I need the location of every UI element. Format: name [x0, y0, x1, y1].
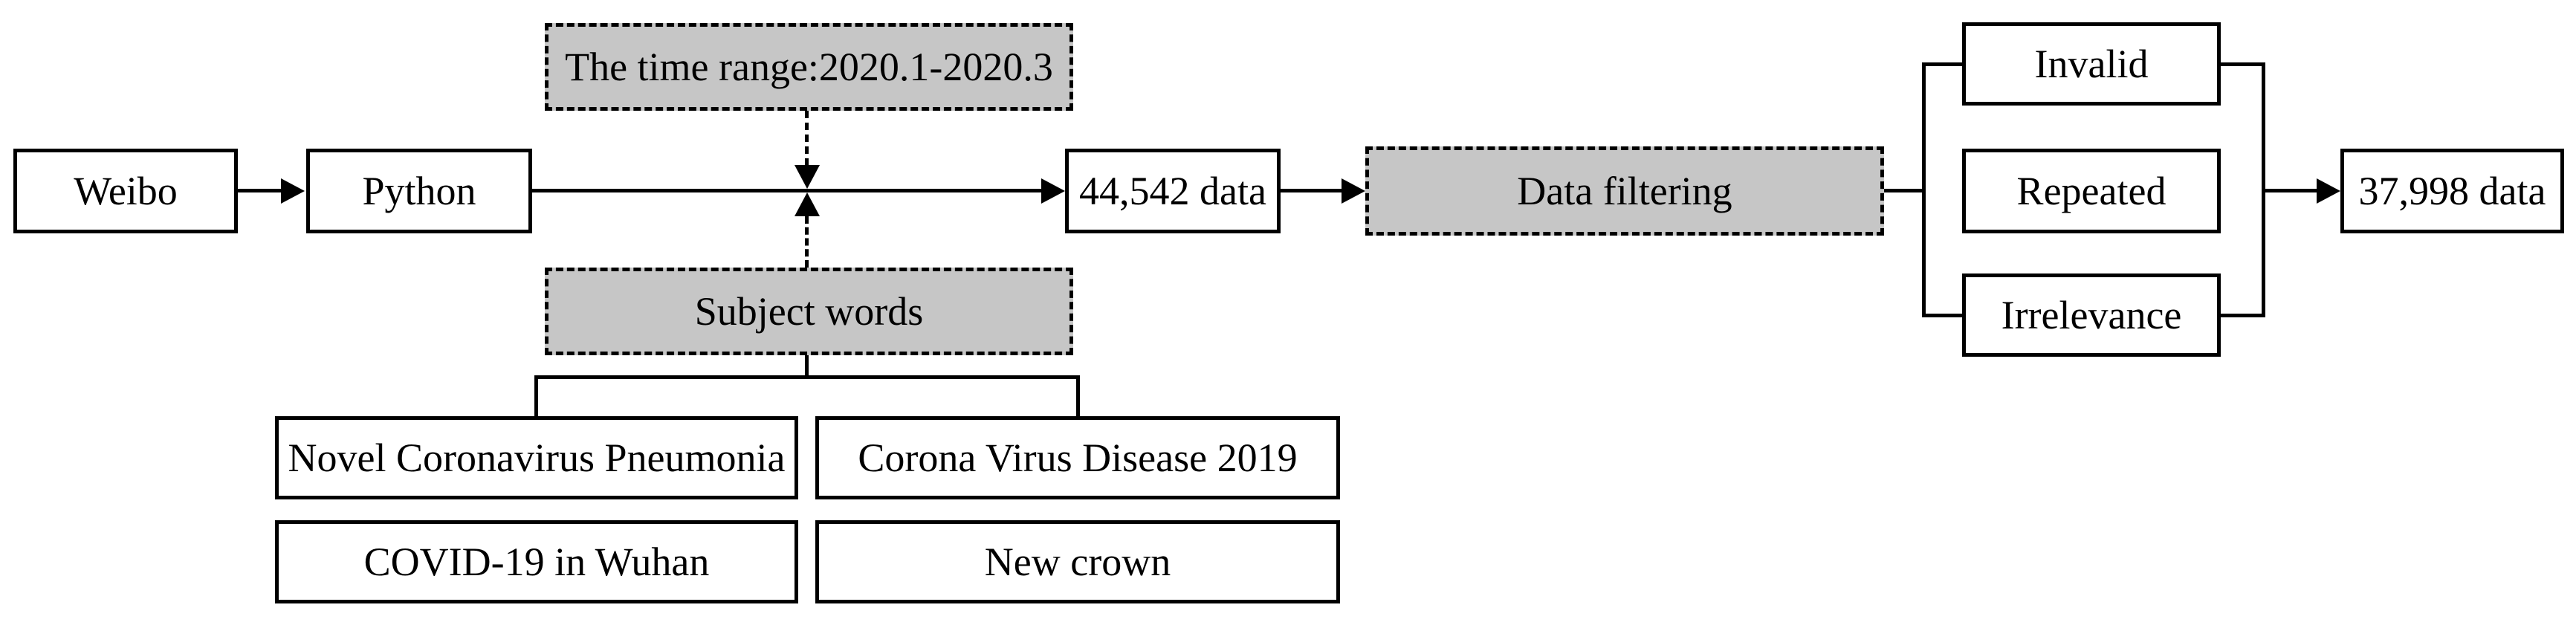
node-irrelevance-label: Irrelevance: [2001, 293, 2182, 337]
node-time-range-label: The time range:2020.1-2020.3: [565, 45, 1053, 89]
connector-keyword-left-leg-line: [534, 375, 538, 416]
connector-irrelevance-left-stub-line: [1922, 314, 1962, 317]
connector-data-filtering-line: [1281, 189, 1343, 192]
node-python-label: Python: [362, 169, 476, 213]
node-python: Python: [306, 149, 532, 233]
arrowhead-time-range-down-icon: [795, 165, 820, 189]
node-repeated-label: Repeated: [2016, 169, 2166, 213]
connector-subject-words-stem-line: [805, 355, 809, 379]
connector-python-data-line: [532, 189, 1043, 192]
node-subject-word-2: Corona Virus Disease 2019: [815, 416, 1340, 499]
node-subject-word-1: Novel Coronavirus Pneumonia: [275, 416, 798, 499]
node-subject-word-1-label: Novel Coronavirus Pneumonia: [288, 436, 786, 480]
node-subject-word-3: COVID-19 in Wuhan: [275, 520, 798, 603]
arrowhead-weibo-python-icon: [281, 178, 305, 204]
node-weibo: Weibo: [13, 149, 238, 233]
node-subject-word-4: New crown: [815, 520, 1340, 603]
connector-left-bracket-vertical-line: [1922, 62, 1926, 317]
node-time-range: The time range:2020.1-2020.3: [545, 23, 1073, 111]
node-weibo-label: Weibo: [74, 169, 178, 213]
node-subject-word-3-label: COVID-19 in Wuhan: [363, 540, 710, 584]
node-data-filtered: 37,998 data: [2340, 149, 2564, 233]
connector-invalid-left-stub-line: [1922, 62, 1962, 66]
node-data-collected-label: 44,542 data: [1079, 169, 1266, 213]
arrowhead-result-icon: [2317, 178, 2340, 204]
node-subject-word-4-label: New crown: [984, 540, 1171, 584]
connector-weibo-python-line: [238, 189, 282, 192]
connector-keyword-bracket-line: [534, 375, 1080, 379]
node-invalid-label: Invalid: [2034, 42, 2149, 86]
node-data-filtered-label: 37,998 data: [2358, 169, 2546, 213]
connector-right-bracket-vertical-line: [2262, 62, 2265, 317]
node-repeated: Repeated: [1962, 149, 2221, 233]
connector-filtering-bracket-line: [1884, 189, 1926, 192]
node-subject-words-label: Subject words: [694, 289, 924, 334]
connector-result-line: [2265, 189, 2318, 192]
node-irrelevance: Irrelevance: [1962, 273, 2221, 357]
connector-irrelevance-right-stub-line: [2221, 314, 2265, 317]
connector-subject-words-dashed-line: [805, 216, 809, 268]
arrowhead-python-data-icon: [1041, 178, 1065, 204]
node-invalid: Invalid: [1962, 22, 2221, 106]
node-data-filtering-label: Data filtering: [1517, 169, 1732, 213]
connector-time-range-dashed-line: [805, 111, 809, 166]
connector-keyword-right-leg-line: [1076, 375, 1080, 416]
connector-invalid-right-stub-line: [2221, 62, 2265, 66]
node-data-filtering: Data filtering: [1365, 146, 1884, 236]
node-data-collected: 44,542 data: [1065, 149, 1281, 233]
node-subject-words: Subject words: [545, 268, 1073, 355]
arrowhead-subject-words-up-icon: [795, 192, 820, 216]
arrowhead-data-filtering-icon: [1342, 178, 1365, 204]
node-subject-word-2-label: Corona Virus Disease 2019: [858, 436, 1298, 480]
